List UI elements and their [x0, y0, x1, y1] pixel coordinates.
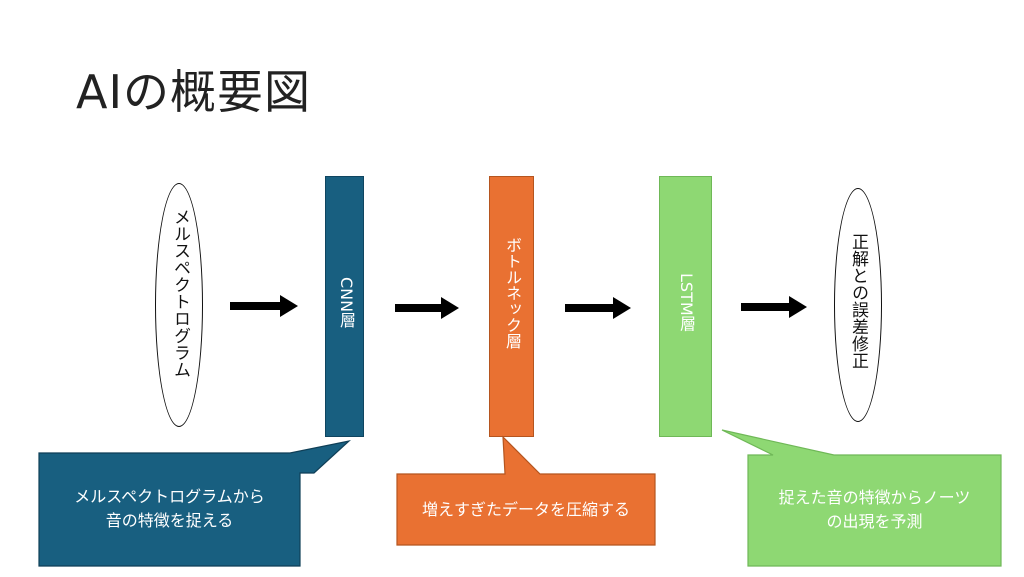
lstm-callout-text: 捉えた音の特徴からノーツ の出現を予測: [748, 486, 1001, 534]
arrow-4: [741, 296, 807, 318]
cnn-callout-text: メルスペクトログラムから 音の特徴を捉える: [39, 485, 300, 533]
arrow-1: [230, 295, 298, 317]
lstm-callout-line-2: の出現を予測: [826, 512, 923, 531]
bottleneck-layer-label: ボトルネック層: [503, 237, 522, 349]
input-ellipse: [155, 183, 203, 427]
cnn-layer-label: CNN層: [337, 277, 356, 329]
cnn-layer-bar: [325, 176, 364, 437]
page-title: AIの概要図: [76, 65, 312, 119]
cnn-callout-line-1: メルスペクトログラムから: [74, 487, 265, 506]
lstm-callout-line-1: 捉えた音の特徴からノーツ: [778, 488, 971, 507]
bottleneck-callout-line-1: 増えすぎたデータを圧縮する: [421, 500, 630, 519]
output-ellipse: [834, 188, 882, 422]
bottleneck-callout-text: 増えすぎたデータを圧縮する: [397, 498, 655, 522]
arrow-2: [395, 297, 459, 319]
arrow-3: [565, 297, 631, 319]
input-label: メルスペクトログラム: [170, 208, 190, 378]
lstm-layer-label: LSTM層: [677, 273, 696, 332]
cnn-callout-line-2: 音の特徴を捉える: [105, 511, 234, 530]
output-label: 正解との誤差修正: [848, 233, 868, 369]
lstm-layer-bar: [659, 176, 712, 437]
